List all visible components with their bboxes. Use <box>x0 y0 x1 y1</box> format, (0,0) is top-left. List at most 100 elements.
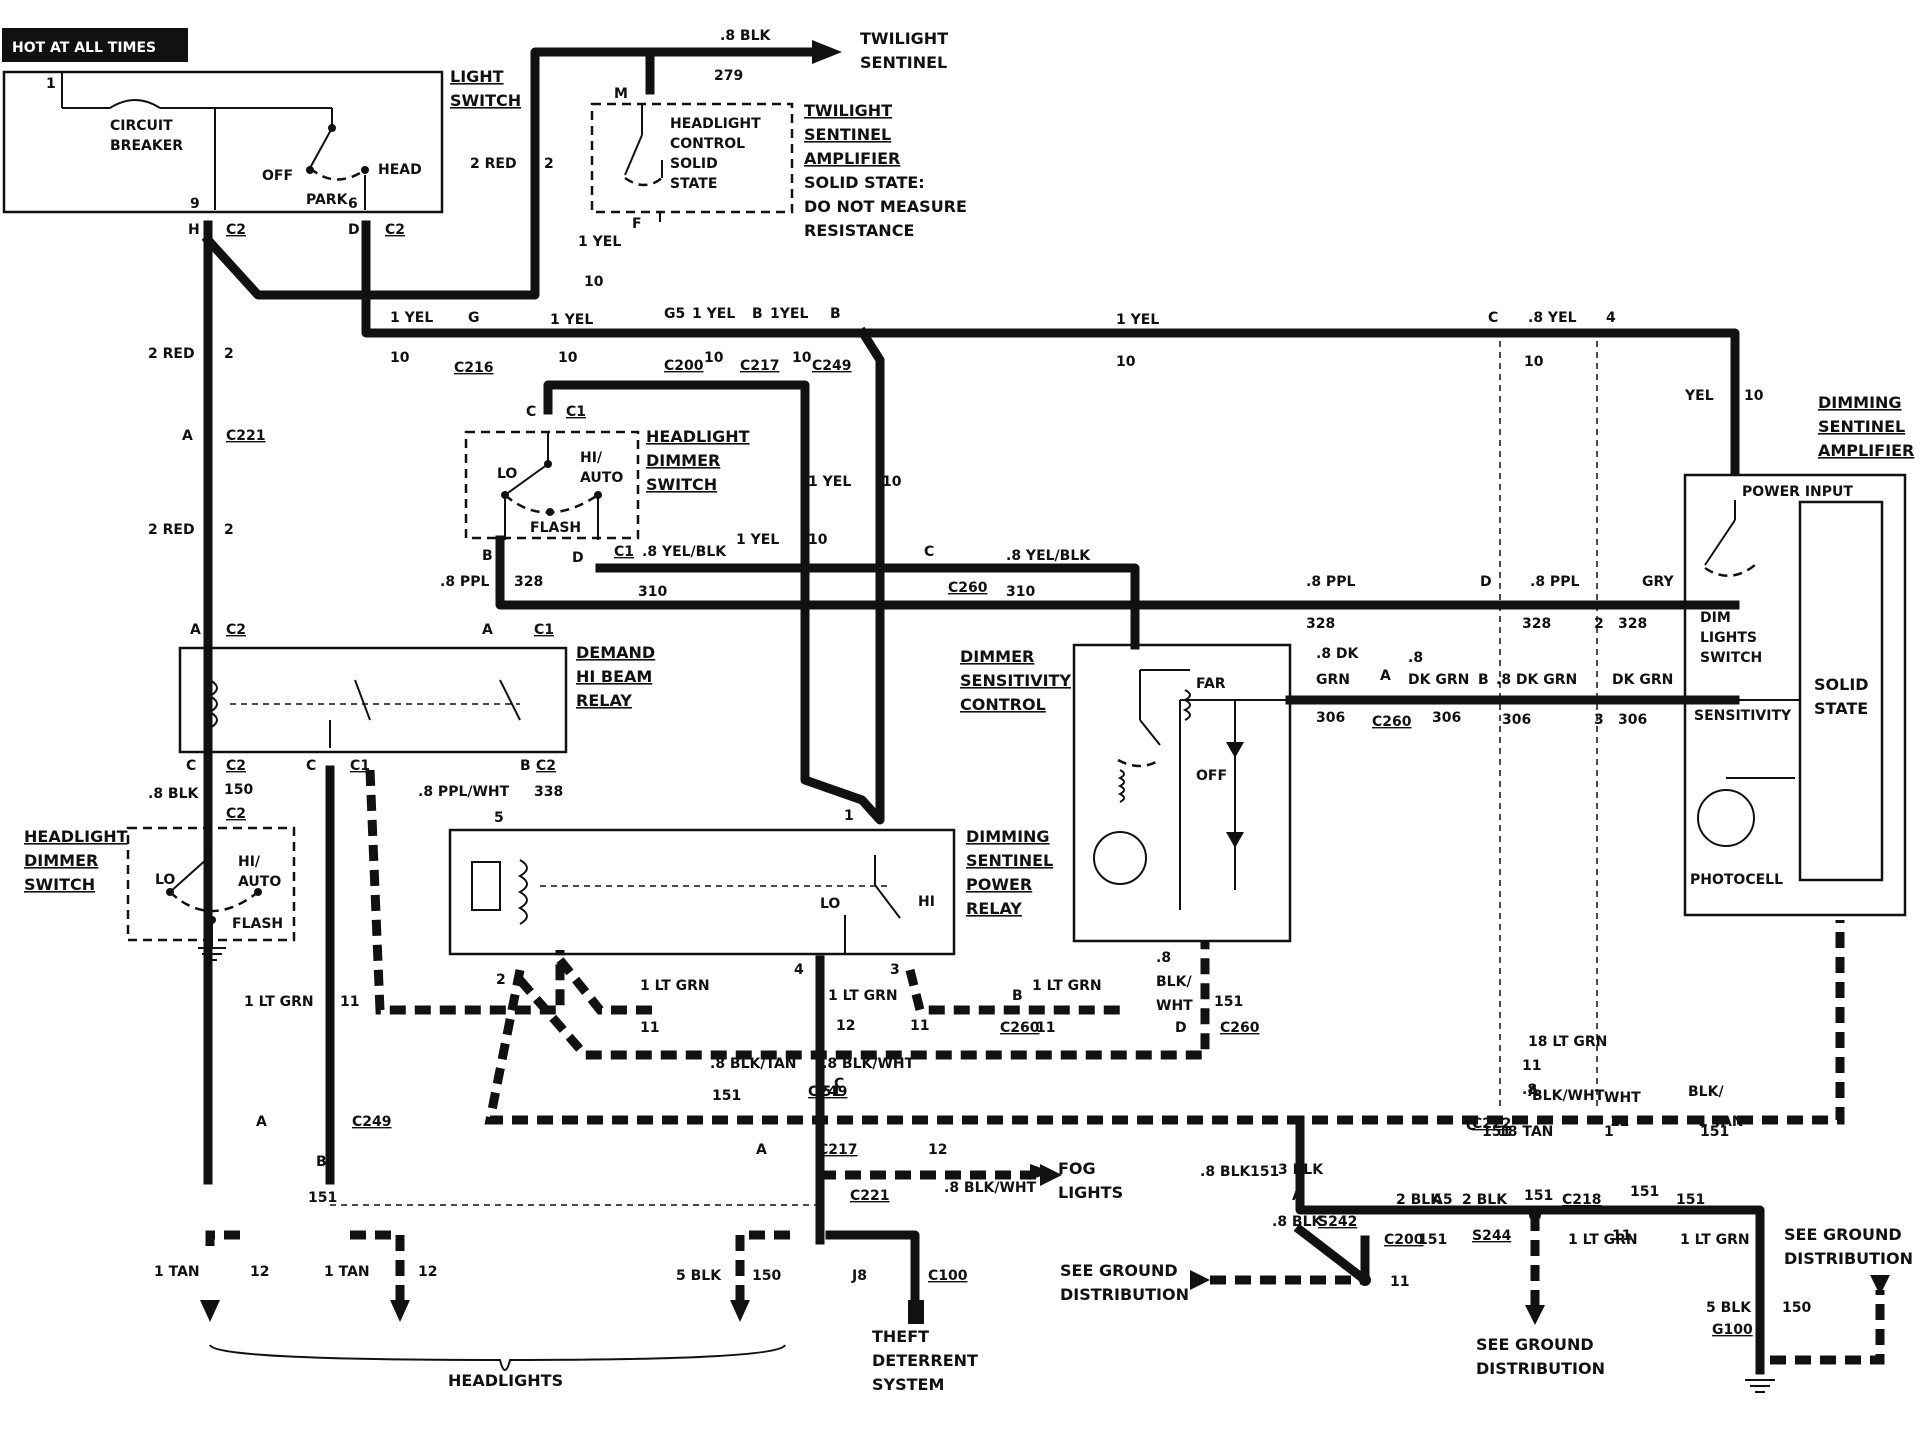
wire-label: 151 <box>308 1190 337 1206</box>
head-label: HEAD <box>378 162 422 178</box>
wire-label: 10 <box>808 532 828 548</box>
wire-label: 1YEL <box>770 306 808 322</box>
wire-label: B <box>1012 988 1023 1004</box>
wire-label: 151 <box>1524 1188 1553 1204</box>
wire-label: C2 <box>536 758 556 774</box>
wire-label: 306 <box>1432 710 1461 726</box>
headlights-label: HEADLIGHTS <box>448 1371 563 1390</box>
ground3-2: DISTRIBUTION <box>1784 1249 1913 1268</box>
wire-label: D <box>348 222 360 238</box>
wire-label: 11 <box>1036 1020 1055 1036</box>
wire-label: B <box>520 758 531 774</box>
dimmer2-hi: HI/ <box>238 854 261 870</box>
wire-label: B <box>830 306 841 322</box>
wire-label: C200 <box>1384 1232 1424 1248</box>
wire-label: .8 BLK <box>720 28 772 44</box>
wire-label: 4 <box>1606 310 1616 326</box>
dimmer1-auto: AUTO <box>580 470 623 486</box>
demand-hi-beam-relay: DEMAND HI BEAM RELAY <box>178 643 655 754</box>
theft-1: THEFT <box>872 1327 929 1346</box>
wire-label: GRN <box>1316 672 1350 688</box>
wire-label: .8 PPL <box>440 574 489 590</box>
wire-label: 10 <box>1116 354 1136 370</box>
dimmer1-hi: HI/ <box>580 450 603 466</box>
wires <box>201 40 1885 1375</box>
wire-label: 151 <box>1418 1232 1447 1248</box>
wire-label: A <box>756 1142 767 1158</box>
wire-label: 1 YEL <box>578 234 621 250</box>
wire-label: C2 <box>385 222 405 238</box>
wire-label: 150 <box>1782 1300 1811 1316</box>
wire-label: 2 <box>224 522 234 538</box>
dimmer1-title-1: HEADLIGHT <box>646 427 750 446</box>
dimmer2-title-1: HEADLIGHT <box>24 827 128 846</box>
wire-label: .8 BLK/TAN <box>710 1056 797 1072</box>
wire-label: 1 LT GRN <box>1032 978 1102 994</box>
wire-label: YEL <box>1684 388 1714 404</box>
wire-label: .8 <box>1156 950 1171 966</box>
wire-label: 151 <box>812 1084 841 1100</box>
power-input-label: POWER INPUT <box>1742 484 1853 500</box>
park-label: PARK <box>306 192 349 208</box>
wire-label: C200 <box>664 358 704 374</box>
power-relay-title-1: DIMMING <box>966 827 1050 846</box>
wire-label: C260 <box>1220 1020 1260 1036</box>
pin-m: M <box>614 86 628 102</box>
wire-label: 12 <box>418 1264 437 1280</box>
pin-9: 9 <box>190 196 200 212</box>
demand-relay-title-3: RELAY <box>576 691 632 710</box>
wire-label: 151 <box>1700 1124 1729 1140</box>
wire-label: 3 <box>1594 712 1604 728</box>
wire-label: A <box>190 622 201 638</box>
wire-label: WHT <box>1156 998 1193 1014</box>
wire-label: .8 PPL <box>1306 574 1355 590</box>
wire-label: 2 RED <box>470 156 517 172</box>
wire-label: 328 <box>1618 616 1647 632</box>
demand-relay-title-1: DEMAND <box>576 643 655 662</box>
wire-label: 1 LT GRN <box>640 978 710 994</box>
twilight-inner-2: CONTROL <box>670 136 745 152</box>
wire-label: C260 <box>1000 1020 1040 1036</box>
wire-label: 11 <box>1390 1274 1409 1290</box>
wire-label: .8 PPL/WHT <box>418 784 510 800</box>
wire-label: C217 <box>740 358 780 374</box>
wire-label: 18 TAN <box>1498 1124 1553 1140</box>
power-relay-lo: LO <box>820 896 840 912</box>
wire-label: 1 LT GRN <box>828 988 898 1004</box>
wire-label: DK GRN <box>1612 672 1673 688</box>
sensitivity-off: OFF <box>1196 768 1227 784</box>
ground1-1: SEE GROUND <box>1060 1261 1178 1280</box>
dimming-amp-title-2: SENTINEL <box>1818 417 1905 436</box>
wire-label: 11 <box>640 1020 659 1036</box>
wire-label: C1 <box>534 622 554 638</box>
wire-label: 328 <box>1522 616 1551 632</box>
wire-label: .8 YEL/BLK <box>1006 548 1091 564</box>
wire-label: 310 <box>1006 584 1035 600</box>
wire-label: C222 <box>1472 1116 1512 1132</box>
wire-label: 18 LT GRN <box>1528 1034 1607 1050</box>
wire-label: 2 BLK <box>1396 1192 1442 1208</box>
wire-label: C1 <box>614 544 634 560</box>
pin-f: F <box>632 216 642 232</box>
wire-label: D <box>1175 1020 1187 1036</box>
circuit-breaker-label-1: CIRCUIT <box>110 118 173 134</box>
wire-label: 306 <box>1502 712 1531 728</box>
twilight-sentinel-title-2: SENTINEL <box>860 53 947 72</box>
wire-label: 2 <box>544 156 554 172</box>
amp-sensitivity-label: SENSITIVITY <box>1694 708 1792 724</box>
wire-label: 2 <box>496 972 506 988</box>
wire-label: 10 <box>390 350 410 366</box>
wire-label: .8 BLK <box>1200 1164 1252 1180</box>
wire-label: C <box>1488 310 1498 326</box>
wire-label: 151 <box>1250 1164 1279 1180</box>
wire-label: C221 <box>226 428 266 444</box>
destinations: FOG LIGHTS HEADLIGHTS THEFT DETERRENT SY… <box>200 1159 1913 1394</box>
dim-switch-label-2: LIGHTS <box>1700 630 1757 646</box>
wire-label: 328 <box>1306 616 1335 632</box>
twilight-note-3: RESISTANCE <box>804 221 914 240</box>
wire-label: 10 <box>792 350 812 366</box>
wire-label: 1 <box>1604 1124 1614 1140</box>
wire-label: C1 <box>566 404 586 420</box>
wire-label: 3 BLK <box>1278 1162 1324 1178</box>
